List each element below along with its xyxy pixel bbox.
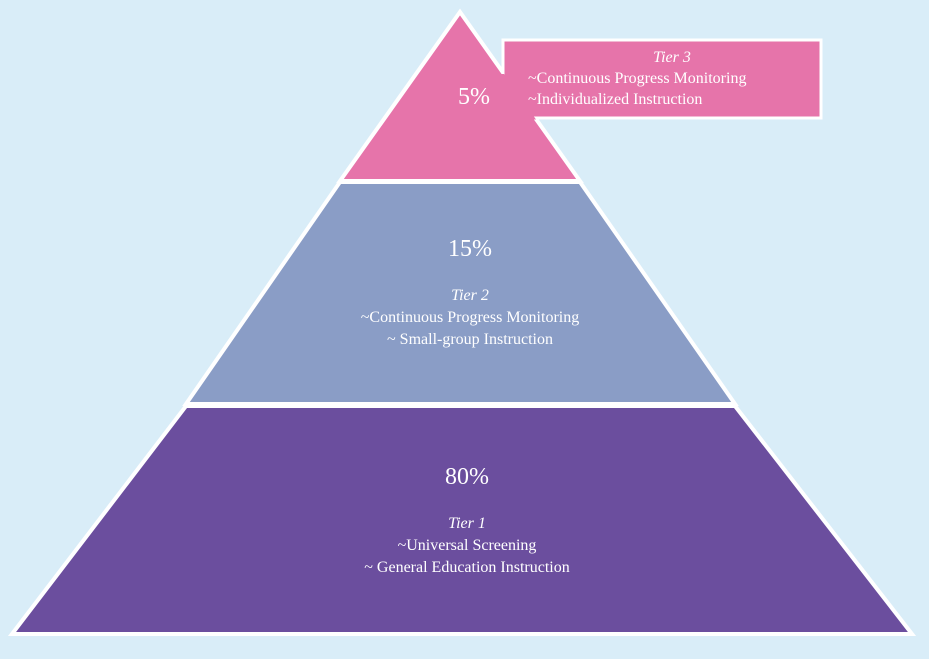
tier2-title: Tier 2 xyxy=(451,287,489,304)
tier3-callout-box xyxy=(501,38,823,120)
tier2-percent: 15% xyxy=(448,236,492,262)
tier3-title: Tier 3 xyxy=(653,49,691,66)
tier1-title: Tier 1 xyxy=(448,515,486,532)
callout-merge-patch xyxy=(501,74,536,120)
tier1-line-1: ~Universal Screening xyxy=(398,537,537,554)
tier1-percent: 80% xyxy=(445,464,489,490)
tier1-line-2: ~ General Education Instruction xyxy=(364,559,569,576)
tier2-line-2: ~ Small-group Instruction xyxy=(387,331,553,348)
tier3-line-1: ~Continuous Progress Monitoring xyxy=(528,70,746,87)
tier2-line-1: ~Continuous Progress Monitoring xyxy=(361,309,579,326)
tier3-percent: 5% xyxy=(458,84,490,110)
tier3-line-2: ~Individualized Instruction xyxy=(528,91,702,108)
